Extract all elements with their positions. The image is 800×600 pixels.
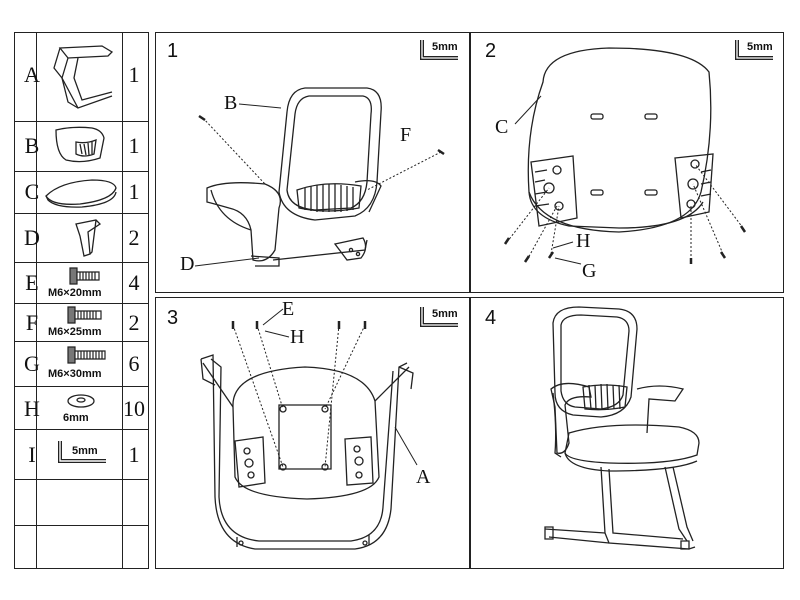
table-divider — [122, 32, 123, 569]
seat-cushion-icon — [40, 174, 120, 210]
part-quantity: 1 — [128, 442, 140, 467]
callout-label: B — [224, 92, 238, 114]
callout-label: H — [290, 326, 305, 348]
table-row: I 1 5mm — [14, 429, 149, 479]
allen-wrench-icon — [418, 38, 462, 62]
callout-label: D — [180, 253, 195, 275]
washer-icon — [66, 393, 96, 409]
step-number: 4 — [485, 307, 497, 329]
table-row: G 6 M6×30mm — [14, 341, 149, 386]
table-row: A 1 — [14, 32, 149, 121]
table-divider — [14, 525, 149, 526]
parts-table — [14, 32, 149, 569]
backrest-icon — [52, 124, 112, 168]
step3-base-illustration — [155, 297, 471, 569]
step-panel-3 — [155, 297, 471, 569]
table-divider — [14, 171, 149, 172]
part-letter: B — [24, 133, 40, 158]
bolt-size-label: M6×25mm — [48, 326, 102, 338]
step-panel-1 — [155, 32, 471, 293]
table-divider — [14, 429, 149, 430]
part-quantity: 1 — [128, 179, 140, 204]
washer-size-label: 6mm — [63, 412, 89, 424]
table-row: H 10 6mm — [14, 386, 149, 429]
step-number: 1 — [167, 40, 179, 62]
bolt-icon — [64, 345, 112, 365]
table-divider — [14, 262, 149, 263]
tool-indicator: 5mm — [733, 38, 783, 64]
table-row: C 1 — [14, 171, 149, 213]
step4-assembled-chair-illustration — [469, 297, 784, 569]
table-divider — [14, 479, 149, 480]
allen-wrench-icon — [418, 305, 462, 329]
callout-label: F — [400, 124, 412, 146]
bolt-size-label: M6×20mm — [48, 287, 102, 299]
table-divider — [14, 303, 149, 304]
bolt-size-label: M6×30mm — [48, 368, 102, 380]
step2-seat-illustration — [469, 32, 784, 293]
part-letter: G — [24, 351, 40, 376]
table-row: F 2 M6×25mm — [14, 303, 149, 341]
part-quantity: 1 — [128, 133, 140, 158]
part-letter: C — [24, 179, 40, 204]
wrench-size-label: 5mm — [747, 41, 773, 53]
part-quantity: 1 — [128, 62, 140, 87]
callout-label: E — [282, 298, 295, 320]
allen-wrench-icon — [56, 439, 116, 469]
table-divider — [14, 341, 149, 342]
bolt-icon — [66, 266, 106, 286]
table-divider — [36, 32, 37, 569]
part-quantity: 10 — [123, 396, 145, 421]
part-letter: I — [28, 442, 36, 467]
allen-wrench-icon — [733, 38, 777, 62]
callout-label: H — [576, 230, 591, 252]
part-letter: H — [24, 396, 40, 421]
table-row: D 2 — [14, 213, 149, 262]
part-letter: E — [25, 270, 39, 295]
base-frame-icon — [42, 38, 122, 118]
step-number: 2 — [485, 40, 497, 62]
part-quantity: 2 — [128, 225, 140, 250]
part-letter: A — [24, 62, 40, 87]
wrench-size-label: 5mm — [432, 41, 458, 53]
part-letter: D — [24, 225, 40, 250]
table-row: B 1 — [14, 121, 149, 171]
wrench-size-label: 5mm — [432, 308, 458, 320]
part-quantity: 6 — [128, 351, 140, 376]
callout-label: G — [582, 260, 597, 282]
part-quantity: 2 — [128, 310, 140, 335]
armrest-icon — [70, 216, 110, 260]
step-panel-4 — [469, 297, 784, 569]
step-panel-2 — [469, 32, 784, 293]
part-letter: F — [25, 310, 39, 335]
callout-label: C — [495, 116, 509, 138]
tool-indicator: 5mm — [418, 305, 468, 331]
callout-label: A — [416, 466, 431, 488]
table-divider — [14, 386, 149, 387]
table-row: E 4 M6×20mm — [14, 262, 149, 303]
table-divider — [14, 213, 149, 214]
part-quantity: 4 — [128, 270, 140, 295]
table-divider — [14, 121, 149, 122]
wrench-size-label: 5mm — [72, 445, 98, 457]
bolt-icon — [64, 305, 108, 325]
step1-chair-illustration — [155, 32, 471, 293]
tool-indicator: 5mm — [418, 38, 468, 64]
step-number: 3 — [167, 307, 179, 329]
